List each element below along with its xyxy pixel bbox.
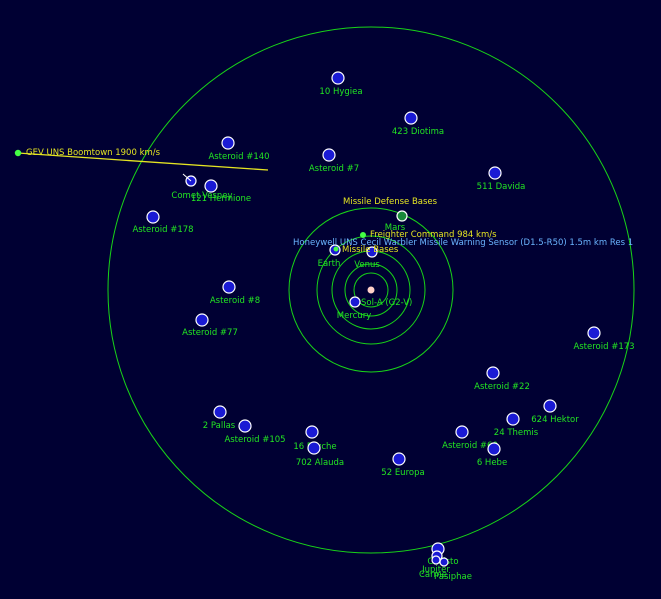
body-icon (222, 280, 236, 294)
body-icon (439, 557, 449, 567)
orbit-rings (107, 26, 635, 554)
body-asteroid-140[interactable]: Asteroid #140 (208, 136, 270, 162)
body-label: 423 Diotima (392, 127, 444, 137)
body-label: Earth (318, 259, 341, 269)
body-icon (543, 399, 557, 413)
body-icon (392, 452, 406, 466)
star-label: Sol-A (G2-V) (361, 298, 412, 308)
body-label: 511 Davida (477, 182, 526, 192)
body-label: Venus (354, 260, 380, 270)
body-icon (486, 366, 500, 380)
orbit-ring-mars (316, 235, 426, 345)
body-52-europa[interactable]: 52 Europa (381, 452, 425, 478)
body-icon (331, 71, 345, 85)
body-icon (587, 326, 601, 340)
body-label: Asteroid #7 (309, 164, 359, 174)
body-label: Asteroid #77 (182, 328, 238, 338)
body-24-themis[interactable]: 24 Themis (494, 412, 539, 438)
fleet-movement-line (17, 152, 269, 171)
body-label: 702 Alauda (296, 458, 344, 468)
body-label: 2 Pallas (203, 421, 236, 431)
body-icon (431, 555, 441, 565)
body-icon (488, 166, 502, 180)
body-label: Mercury (337, 311, 371, 321)
body-icon (305, 425, 319, 439)
body-121-hermione[interactable]: 121 Hermione (191, 179, 251, 204)
body-label: Pasiphae (434, 572, 472, 582)
fleet-label: Freighter Command 984 km/s (370, 230, 497, 240)
body-icon (307, 441, 321, 455)
body-venus[interactable]: Venus (354, 246, 380, 270)
fleet-freighter-command[interactable]: Freighter Command 984 km/s (360, 230, 497, 240)
star-icon (367, 286, 375, 294)
body-icon (146, 210, 160, 224)
body-icon (213, 405, 227, 419)
body-423-diotima[interactable]: 423 Diotima (392, 111, 444, 137)
comet-tail (182, 173, 192, 182)
body-icon (396, 210, 408, 222)
body-asteroid-60[interactable]: Asteroid #60 (442, 425, 498, 451)
body-6-hebe[interactable]: 6 Hebe (477, 442, 507, 468)
body-label: Mars (385, 223, 406, 233)
body-label: Asteroid #22 (474, 382, 530, 392)
body-pasiphae[interactable]: Pasiphae (434, 557, 472, 582)
star-sol-a[interactable]: Sol-A (G2-V) (361, 286, 412, 309)
orbit-ring-mercury (353, 272, 389, 308)
body-label: Asteroid #8 (210, 296, 260, 306)
body-mars[interactable]: Mars (385, 210, 408, 233)
body-label: Carme (419, 570, 447, 580)
body-label: 624 Hektor (531, 415, 579, 425)
body-label: Asteroid #178 (132, 225, 193, 235)
body-icon (366, 246, 378, 258)
body-624-hektor[interactable]: 624 Hektor (531, 399, 579, 425)
orbit-ring-outer (107, 26, 635, 554)
missile-base-marker (333, 246, 339, 252)
body-mercury[interactable]: Mercury (337, 296, 371, 321)
body-label: Jupiter (421, 565, 450, 575)
body-icon (506, 412, 520, 426)
body-702-alauda[interactable]: 702 Alauda (296, 441, 344, 468)
body-asteroid-178[interactable]: Asteroid #178 (132, 210, 194, 235)
body-icon (238, 419, 252, 433)
body-icon (221, 136, 235, 150)
body-label: Asteroid #140 (208, 152, 269, 162)
body-10-hygiea[interactable]: 10 Hygiea (319, 71, 363, 97)
body-label: 24 Themis (494, 428, 539, 438)
body-icon (204, 179, 218, 193)
body-label: Asteroid #60 (442, 441, 498, 451)
fleet-label: GEV UNS Boomtown 1900 km/s (26, 148, 161, 158)
body-asteroid-77[interactable]: Asteroid #77 (182, 313, 238, 338)
orbit-ring-sensor (288, 207, 454, 373)
body-2-pallas[interactable]: 2 Pallas (203, 405, 236, 431)
sensor-label: Honeywell UNS Cecil Warbler Missile Warn… (293, 238, 633, 248)
body-label: Asteroid #173 (573, 342, 634, 352)
body-icon (404, 111, 418, 125)
body-asteroid-105[interactable]: Asteroid #105 (224, 419, 286, 445)
body-label: 10 Hygiea (319, 87, 362, 97)
body-label: 121 Hermione (191, 194, 251, 204)
body-label: 6 Hebe (477, 458, 507, 468)
body-asteroid-7[interactable]: Asteroid #7 (309, 148, 359, 174)
fleet-icon (360, 232, 366, 238)
body-icon (349, 296, 361, 308)
body-511-davida[interactable]: 511 Davida (477, 166, 526, 192)
missile-bases-label: Missile Bases (342, 245, 399, 255)
body-label: 52 Europa (381, 468, 424, 478)
orbit-ring-venus (344, 263, 398, 317)
body-label: Asteroid #105 (224, 435, 285, 445)
body-asteroid-173[interactable]: Asteroid #173 (573, 326, 635, 352)
fleet-boomtown[interactable]: GEV UNS Boomtown 1900 km/s (14, 148, 269, 171)
fleet-icon (14, 149, 22, 157)
body-label: Comet Vesney (171, 191, 232, 201)
body-asteroid-8[interactable]: Asteroid #8 (210, 280, 260, 306)
body-icon (195, 313, 209, 327)
body-icon (322, 148, 336, 162)
body-asteroid-22[interactable]: Asteroid #22 (474, 366, 530, 392)
body-icon (487, 442, 501, 456)
body-icon (455, 425, 469, 439)
missile-defense-bases-label: Missile Defense Bases (343, 197, 438, 207)
